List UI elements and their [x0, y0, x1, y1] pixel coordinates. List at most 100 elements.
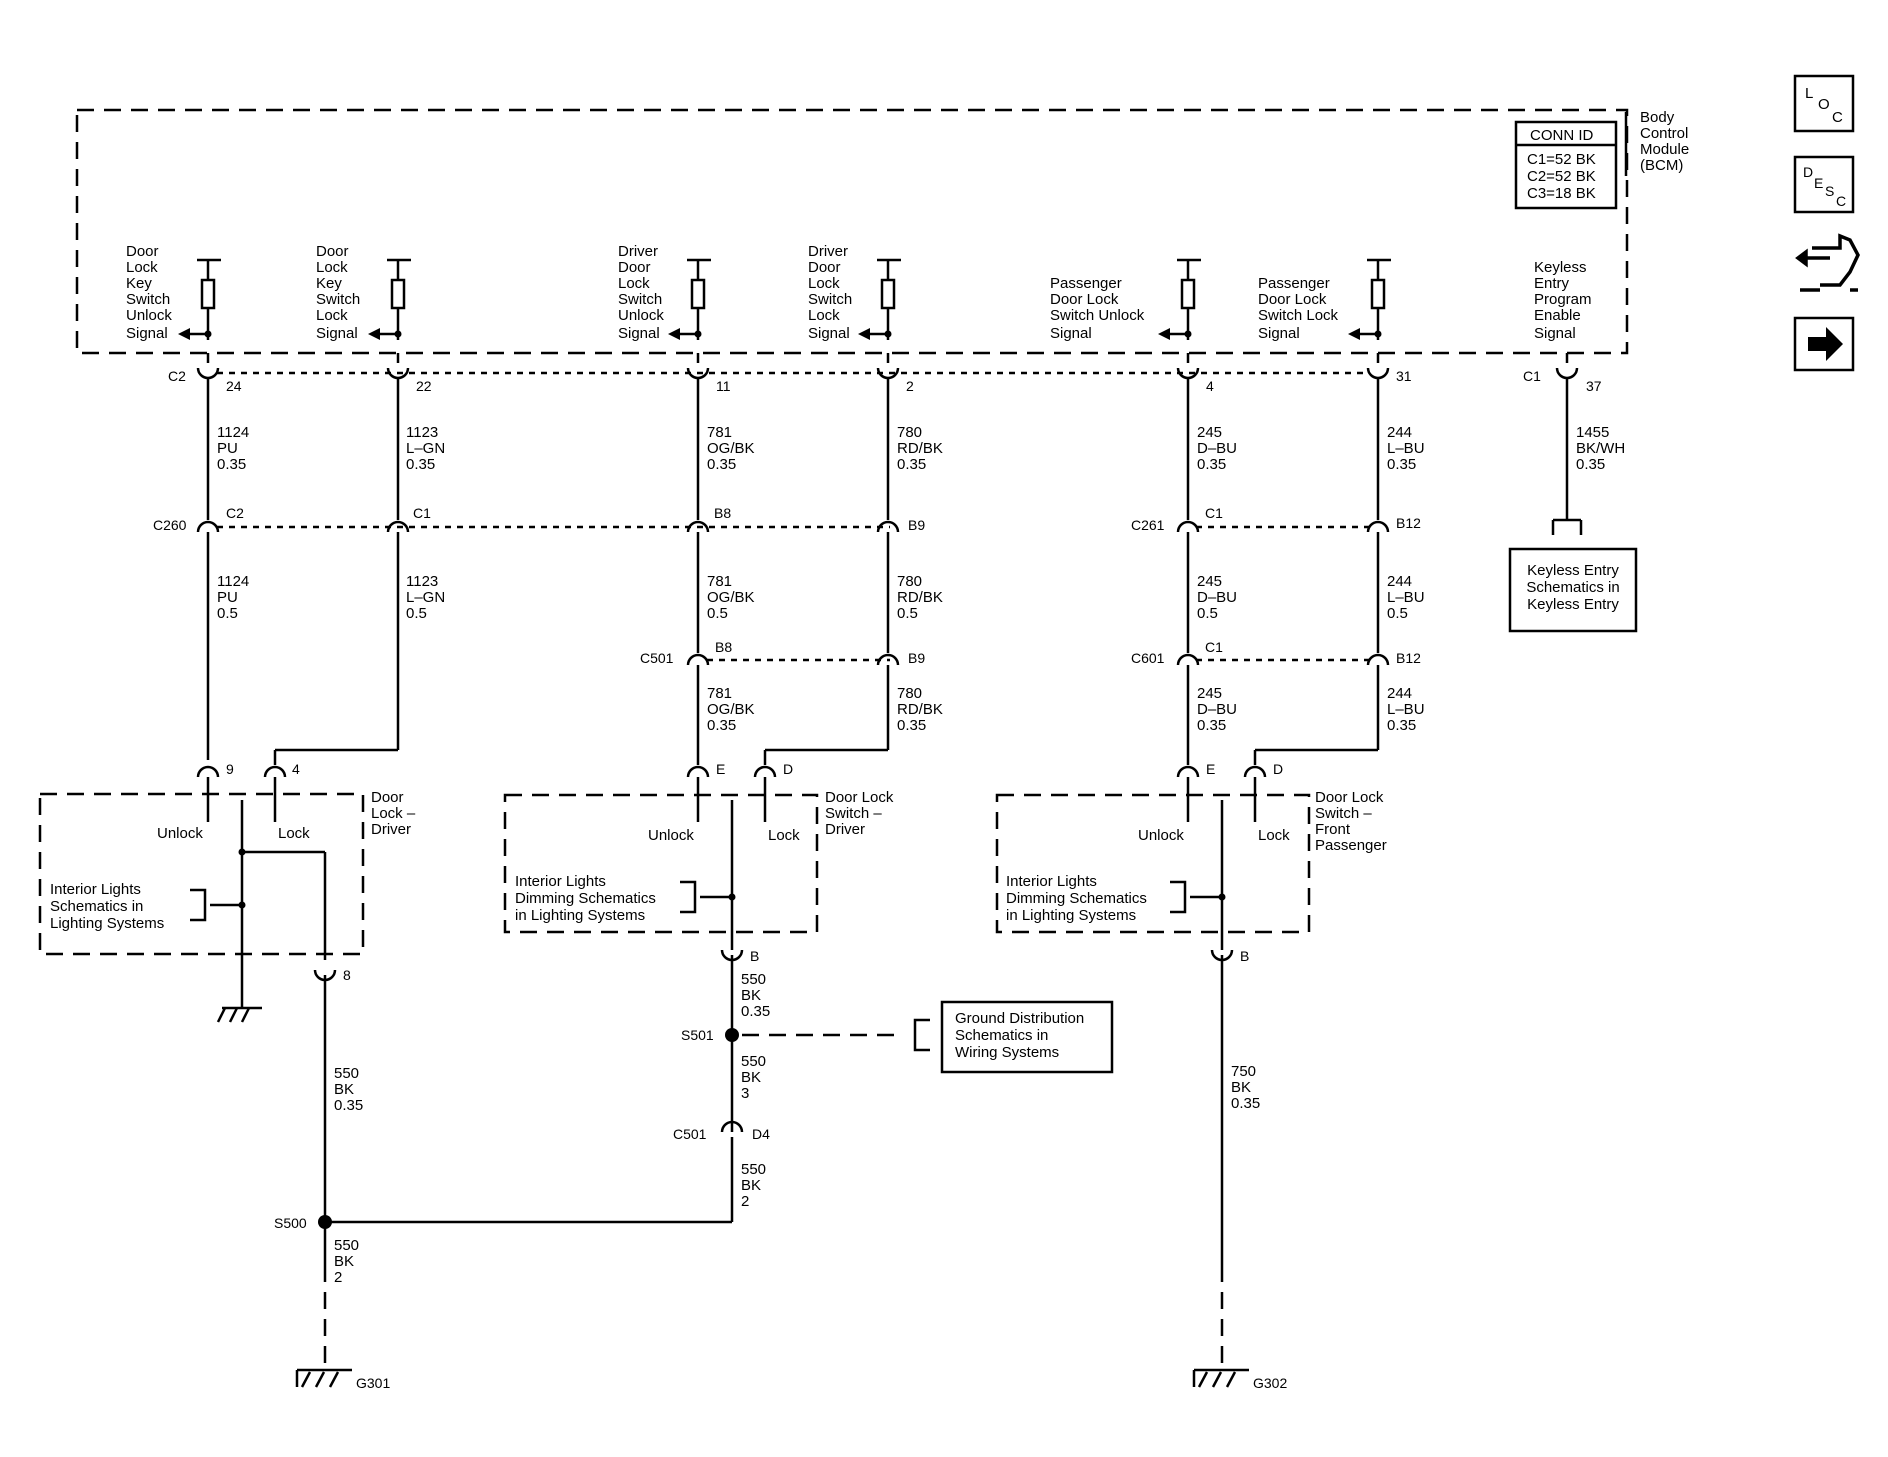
sig7-l3: Program — [1534, 291, 1592, 308]
sig3-l3: Lock — [618, 275, 650, 292]
bcm-conn-c1: C1 — [1523, 368, 1541, 384]
w780a-num: 780 — [897, 424, 922, 441]
w780a-size: 0.35 — [897, 456, 926, 473]
interior-lights-ref-1: Interior Lights — [50, 881, 141, 898]
w550c-color: BK — [741, 1069, 761, 1086]
component-connectors — [196, 765, 1267, 790]
w780b-color: RD/BK — [897, 589, 943, 606]
sig6-l1: Passenger — [1258, 275, 1330, 292]
diagram-lines — [38, 74, 1855, 1388]
w1123a-size: 0.35 — [406, 456, 435, 473]
w1123a-num: 1123 — [406, 424, 438, 441]
w1124b-num: 1124 — [217, 573, 249, 590]
driver-switch-pin-e: E — [716, 761, 725, 777]
desc-letter-s: S — [1825, 183, 1834, 199]
w550a-size: 0.35 — [334, 1097, 363, 1114]
driver-switch-pin-b: B — [750, 948, 759, 964]
pin-22: 22 — [416, 378, 432, 394]
pin-2: 2 — [906, 378, 914, 394]
sig3-l4: Switch — [618, 291, 662, 308]
desc-icon — [1793, 155, 1855, 214]
conn-id-box — [1514, 120, 1618, 210]
pin-4: 4 — [1206, 378, 1214, 394]
w550e-num: 550 — [334, 1237, 359, 1254]
w781c-size: 0.35 — [707, 717, 736, 734]
arrowheads — [178, 328, 1382, 340]
w550b-size: 0.35 — [741, 1003, 770, 1020]
w245c-size: 0.35 — [1197, 717, 1226, 734]
desc-letter-e: E — [1814, 175, 1823, 191]
w244a-num: 244 — [1387, 424, 1412, 441]
w245a-num: 245 — [1197, 424, 1222, 441]
w550b-num: 550 — [741, 971, 766, 988]
bcm-internal-circuits — [187, 258, 1391, 340]
w1124a-color: PU — [217, 440, 238, 457]
w1123b-color: L–GN — [406, 589, 445, 606]
w550d-size: 2 — [741, 1193, 749, 1210]
sig4-l2: Door — [808, 259, 841, 276]
conn-id-3: C3=18 BK — [1527, 185, 1596, 202]
driver-lock-unlock: Unlock — [157, 825, 203, 842]
pass-switch-name-2: Switch – — [1315, 805, 1372, 822]
w244c-size: 0.35 — [1387, 717, 1416, 734]
pass-switch-pin-d: D — [1273, 761, 1283, 777]
w780c-num: 780 — [897, 685, 922, 702]
w781c-color: OG/BK — [707, 701, 755, 718]
w244a-color: L–BU — [1387, 440, 1425, 457]
loc-icon — [1793, 74, 1855, 133]
w781c-num: 781 — [707, 685, 732, 702]
ground-dist-ref-3: Wiring Systems — [955, 1044, 1059, 1061]
w245b-size: 0.5 — [1197, 605, 1218, 622]
w780b-size: 0.5 — [897, 605, 918, 622]
pass-switch-pin-e: E — [1206, 761, 1215, 777]
sig2-l1: Door — [316, 243, 349, 260]
w244a-size: 0.35 — [1387, 456, 1416, 473]
w550a-color: BK — [334, 1081, 354, 1098]
pin-37: 37 — [1586, 378, 1602, 394]
keyless-ref-1: Keyless Entry — [1527, 562, 1619, 579]
driver-switch-lock: Lock — [768, 827, 800, 844]
c501a-label: C501 — [640, 650, 674, 666]
dimming-driver-ref-1: Interior Lights — [515, 873, 606, 890]
w781a-num: 781 — [707, 424, 732, 441]
driver-switch-name-1: Door Lock — [825, 789, 894, 806]
ground-distribution-box — [940, 1000, 1114, 1074]
next-arrow-icon — [1793, 316, 1855, 372]
pin-24: 24 — [226, 378, 242, 394]
w780c-size: 0.35 — [897, 717, 926, 734]
w245b-color: D–BU — [1197, 589, 1237, 606]
w550a-num: 550 — [334, 1065, 359, 1082]
w1455-color: BK/WH — [1576, 440, 1625, 457]
c601-label: C601 — [1131, 650, 1165, 666]
driver-switch-name-2: Switch – — [825, 805, 882, 822]
desc-letter-c: C — [1836, 193, 1846, 209]
w781b-color: OG/BK — [707, 589, 755, 606]
c261-pin-b12: B12 — [1396, 515, 1421, 531]
sig1-l1: Door — [126, 243, 159, 260]
driver-lock-pin-9: 9 — [226, 761, 234, 777]
bcm-name-4: (BCM) — [1640, 157, 1683, 174]
c501b-label: C501 — [673, 1126, 707, 1142]
driver-lock-pin-8: 8 — [343, 967, 351, 983]
w550c-num: 550 — [741, 1053, 766, 1070]
sig1-l6: Signal — [126, 325, 168, 342]
door-lock-switch-driver-box — [503, 793, 819, 934]
harness-icon — [1795, 233, 1860, 292]
s500-label: S500 — [274, 1215, 307, 1231]
bcm-box — [75, 108, 1629, 355]
w1123b-size: 0.5 — [406, 605, 427, 622]
sig6-l2: Door Lock — [1258, 291, 1327, 308]
w244c-color: L–BU — [1387, 701, 1425, 718]
dimming-driver-ref-2: Dimming Schematics — [515, 890, 656, 907]
sig2-l4: Switch — [316, 291, 360, 308]
w780b-num: 780 — [897, 573, 922, 590]
loc-letter-c: C — [1832, 109, 1843, 126]
sig1-l3: Key — [126, 275, 152, 292]
splice-dots — [238, 327, 1843, 1229]
pin-11: 11 — [716, 378, 731, 394]
w781b-size: 0.5 — [707, 605, 728, 622]
sig2-l6: Signal — [316, 325, 358, 342]
sig3-l5: Unlock — [618, 307, 664, 324]
pass-switch-name-3: Front — [1315, 821, 1351, 838]
